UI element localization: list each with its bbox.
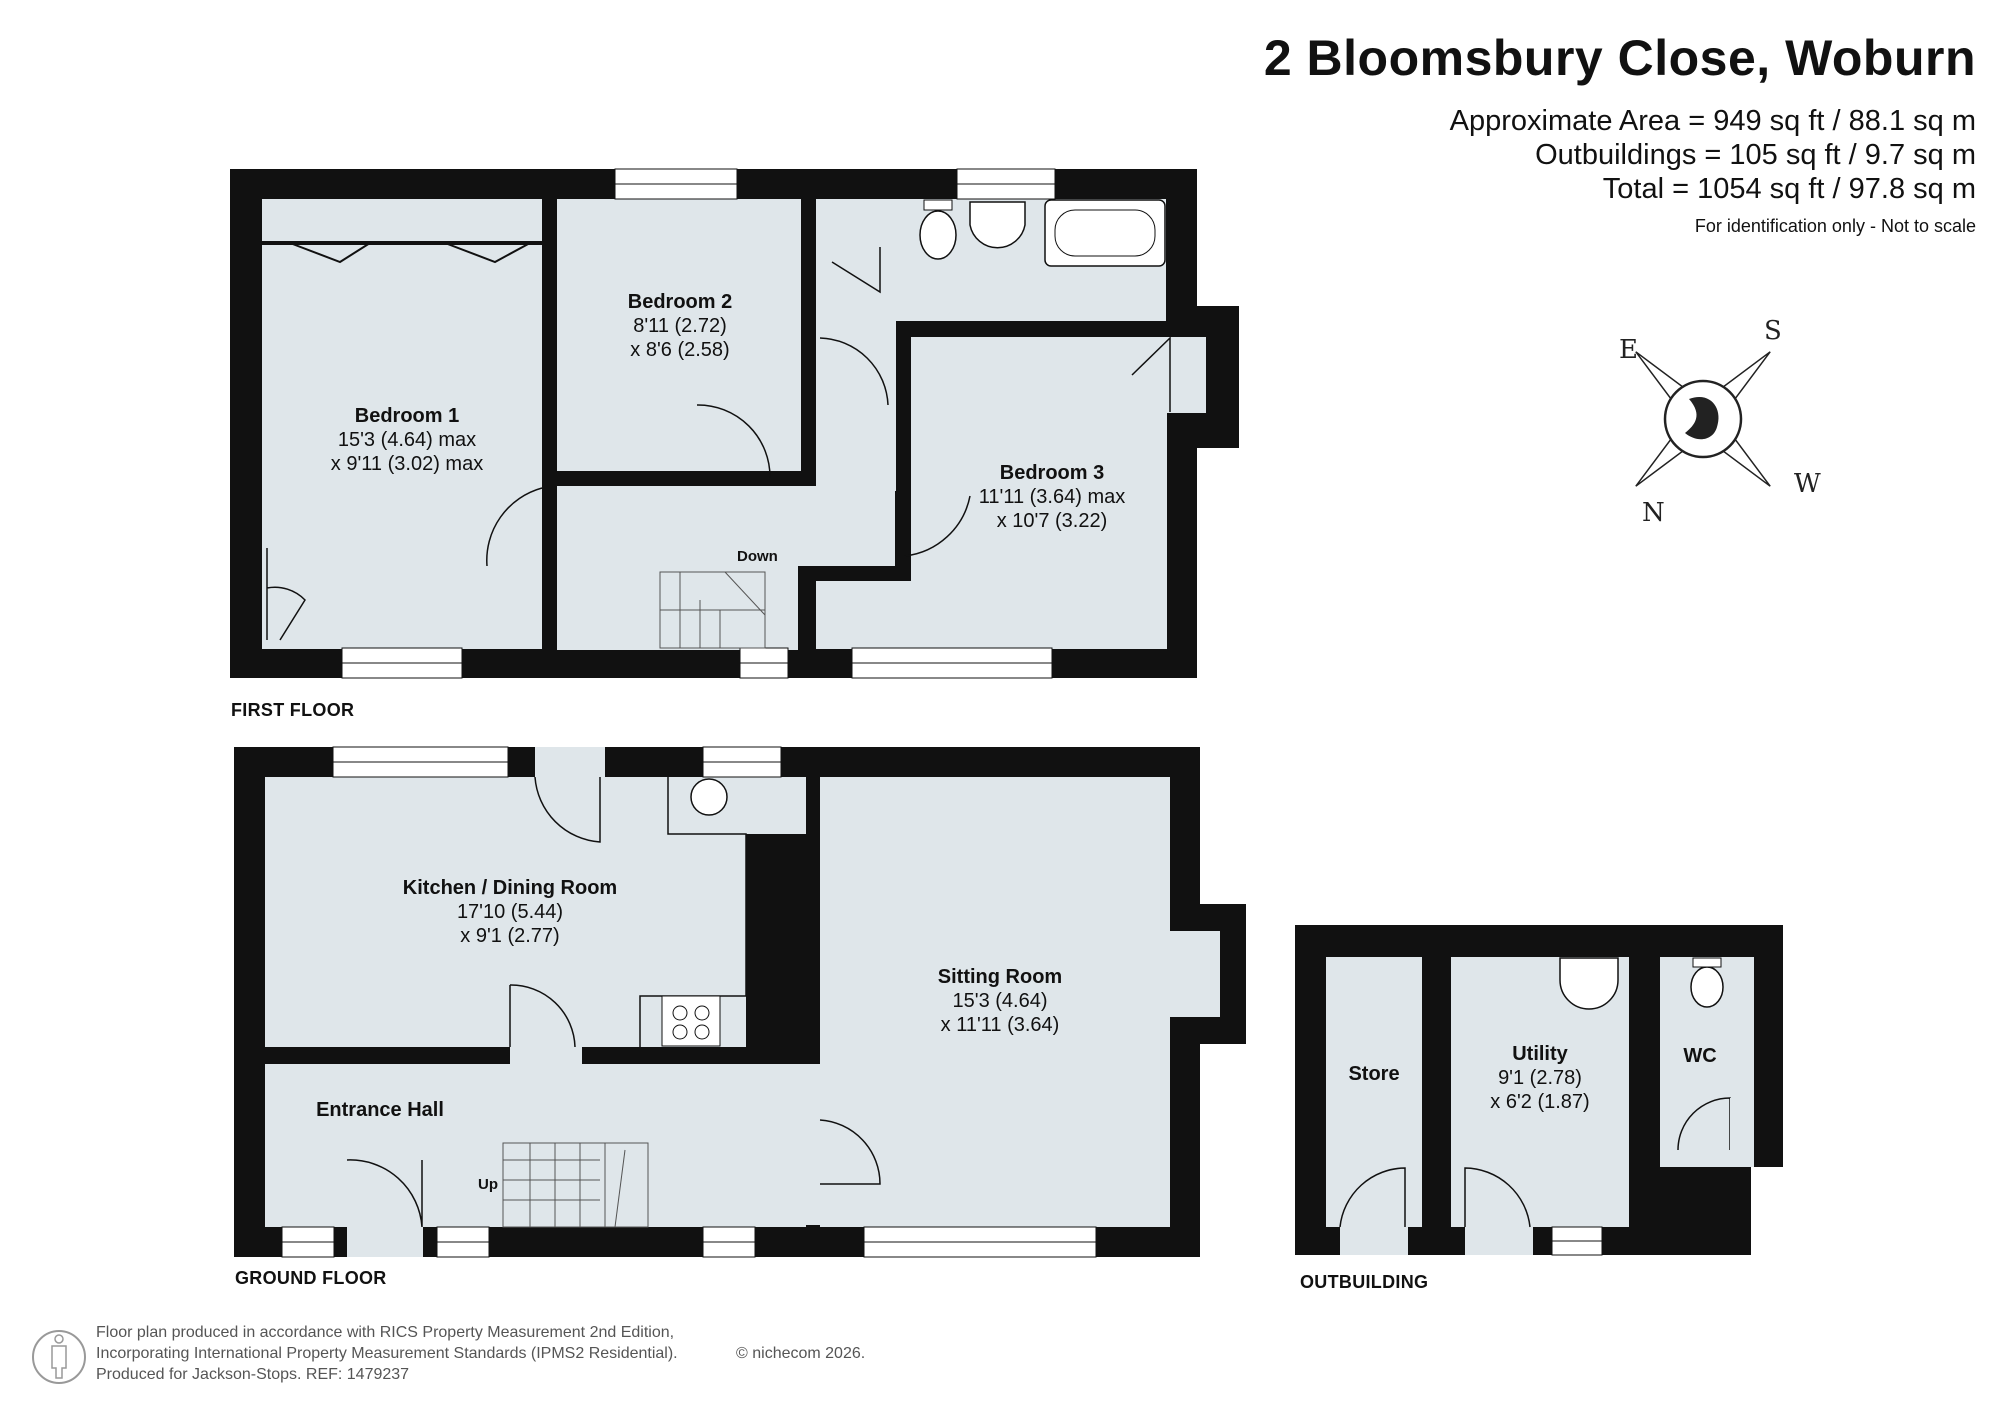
stairs-up-label: Up xyxy=(478,1176,498,1193)
compass-n-label: N xyxy=(1642,498,1665,528)
footer-notes: Floor plan produced in accordance with R… xyxy=(96,1322,865,1385)
footer-line-1: Floor plan produced in accordance with R… xyxy=(96,1324,675,1341)
wc-label: WC xyxy=(1683,1045,1717,1067)
compass-e-label: E xyxy=(1619,335,1638,365)
total-area: Total = 1054 sq ft / 97.8 sq m xyxy=(1602,173,1976,205)
compass-rose xyxy=(1635,351,1771,487)
approximate-area: Approximate Area = 949 sq ft / 88.1 sq m xyxy=(1449,105,1976,137)
entrance-hall-label: Entrance Hall xyxy=(316,1099,444,1121)
outbuilding-label: OUTBUILDING xyxy=(1300,1272,1429,1292)
footer-line-3: Produced for Jackson-Stops. REF: 1479237 xyxy=(96,1366,410,1383)
bedroom1-floor xyxy=(262,199,542,649)
person-scale-icon xyxy=(32,1330,86,1384)
bedroom2-floor xyxy=(557,199,801,471)
copyright: © nichecom 2026. xyxy=(736,1345,866,1362)
footer-line-2: Incorporating International Property Mea… xyxy=(96,1345,678,1362)
outbuilding-plan xyxy=(1295,925,1783,1256)
property-header: 2 Bloomsbury Close, Woburn Approximate A… xyxy=(1264,30,1976,238)
scale-disclaimer: For identification only - Not to scale xyxy=(1694,216,1976,236)
compass-w-label: W xyxy=(1794,469,1821,499)
bedroom3-floor xyxy=(911,337,1167,649)
entrance-hall-floor xyxy=(265,1064,806,1227)
ground-floor-label: GROUND FLOOR xyxy=(235,1268,387,1288)
stairwell-floor xyxy=(557,566,798,650)
first-floor-plan xyxy=(230,168,1239,679)
first-floor-label: FIRST FLOOR xyxy=(231,700,355,720)
store-floor xyxy=(1326,957,1422,1227)
stairs-down-label: Down xyxy=(737,548,778,565)
compass-s-label: S xyxy=(1764,316,1782,346)
landing-floor xyxy=(557,486,895,566)
property-title: 2 Bloomsbury Close, Woburn xyxy=(1263,30,1976,86)
ground-floor-plan xyxy=(234,746,1246,1258)
sitting-room-floor xyxy=(820,777,1170,1227)
kitchen-floor xyxy=(265,777,545,1047)
store-label: Store xyxy=(1348,1063,1400,1085)
outbuildings-area: Outbuildings = 105 sq ft / 9.7 sq m xyxy=(1535,139,1976,171)
